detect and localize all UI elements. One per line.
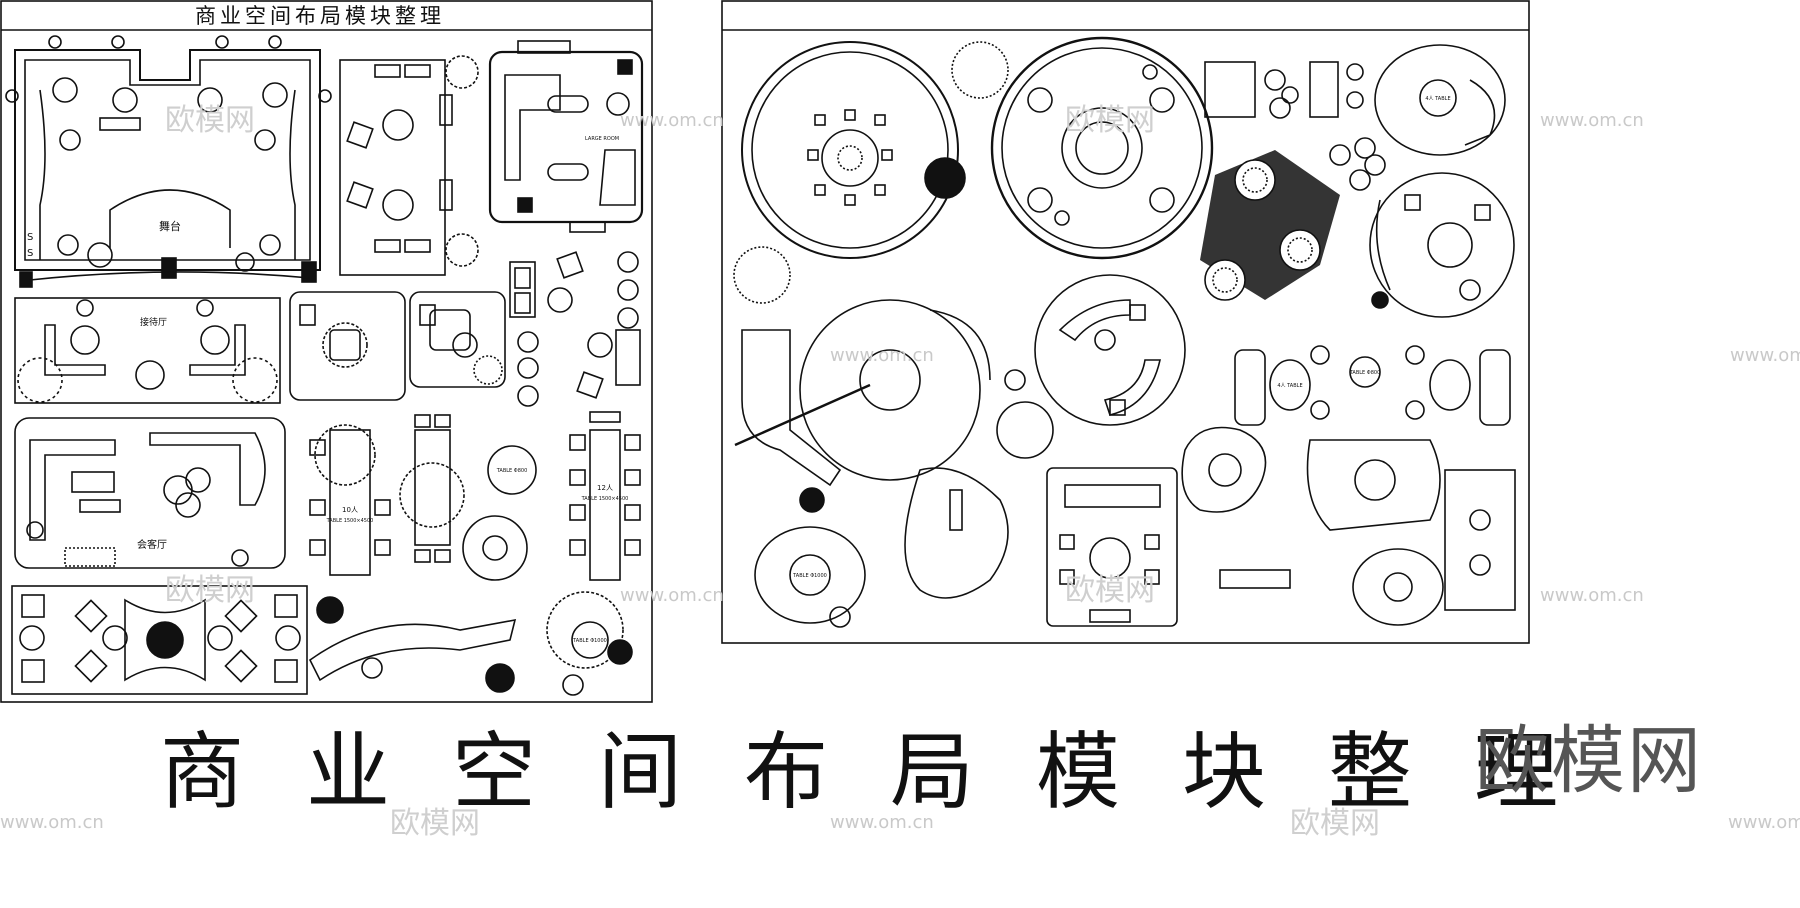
sofa-lounge-left	[734, 299, 1054, 487]
reception-module: 接待厅	[14, 297, 281, 404]
pinwheel-tables	[1200, 150, 1340, 301]
sofa-pairs: 4人 TABLE TABLE Φ800	[1234, 345, 1511, 426]
meeting-room-module	[339, 55, 479, 276]
table-12-text: TABLE 1500×4500	[581, 496, 629, 502]
office-module: LARGE ROOM	[488, 40, 644, 233]
guest-hall-module: 会客厅	[14, 417, 286, 569]
s-label-1: S	[27, 232, 33, 243]
s-label-2: S	[27, 248, 33, 259]
page-title: 商业空间布局模块整理	[160, 723, 1621, 821]
watermark-brand: 欧模网	[390, 806, 480, 841]
oval-table-text: TABLE Φ1000	[572, 638, 607, 644]
right-table-text-1: TABLE Φ1000	[792, 573, 827, 579]
watermark-url: www.om.cn	[830, 345, 934, 366]
watermark-brand: 欧模网	[165, 573, 255, 608]
watermark-brand: 欧模网	[1065, 103, 1155, 138]
oval-table-4: 4人 TABLE	[1374, 44, 1506, 156]
lounge-blocks	[289, 291, 506, 401]
watermark-url: www.om.cn	[1540, 110, 1644, 131]
watermark-brand: 欧模网	[1290, 806, 1380, 841]
watermark-url: www.om.cn	[620, 585, 724, 606]
guest-hall-label: 会客厅	[137, 538, 167, 551]
left-panel-title: 商业空间布局模块整理	[195, 4, 445, 28]
office-table-text: LARGE ROOM	[585, 136, 619, 142]
circular-booth	[1034, 274, 1186, 426]
table-10-text: TABLE 1500×4500	[326, 518, 374, 524]
right-table-text-4: 4人 TABLE	[1277, 383, 1302, 389]
watermark-brand: 欧模网	[165, 103, 255, 138]
sofa-group-top	[1204, 61, 1386, 191]
watermark-url: www.om.cn	[1730, 345, 1800, 366]
seating-column	[509, 251, 641, 423]
right-panel: 4人 TABLE	[721, 0, 1530, 644]
right-table-text-3: 4人 TABLE	[1425, 96, 1450, 102]
table-12-label: 12人	[597, 484, 613, 492]
bottom-left-module	[11, 585, 308, 695]
round-dining-room	[733, 41, 1009, 304]
right-table-text-2: TABLE Φ800	[1349, 370, 1381, 376]
round-table-text: TABLE Φ800	[496, 468, 528, 474]
stage-label: 舞台	[159, 219, 181, 233]
reception-label: 接待厅	[140, 316, 167, 328]
dining-tables: 10人 TABLE 1500×4500 12人 TABLE 1500×4500 …	[309, 414, 641, 581]
curved-bench: TABLE Φ1000	[308, 591, 633, 696]
watermark-url: www.om.cn	[1728, 812, 1800, 833]
blob-sofa-modules	[1181, 426, 1516, 626]
round-lounge	[990, 36, 1214, 260]
round-table-bottom: TABLE Φ1000	[754, 467, 1009, 628]
watermark-url: www.om.cn	[0, 812, 104, 833]
left-panel: 商业空间布局模块整理 舞台 S S 接待厅	[0, 0, 653, 703]
stage-hall-module: 舞台 S S	[5, 35, 332, 288]
watermark-url: www.om.cn	[1540, 585, 1644, 606]
watermark-url: www.om.cn	[830, 812, 934, 833]
watermark-url: www.om.cn	[620, 110, 724, 131]
round-meeting-right	[1369, 172, 1515, 318]
table-10-label: 10人	[342, 506, 358, 514]
watermark-brand: 欧模网	[1065, 573, 1155, 608]
rect-lounge-module	[1046, 467, 1178, 627]
brand-logo-text: 欧模网	[1475, 718, 1703, 804]
